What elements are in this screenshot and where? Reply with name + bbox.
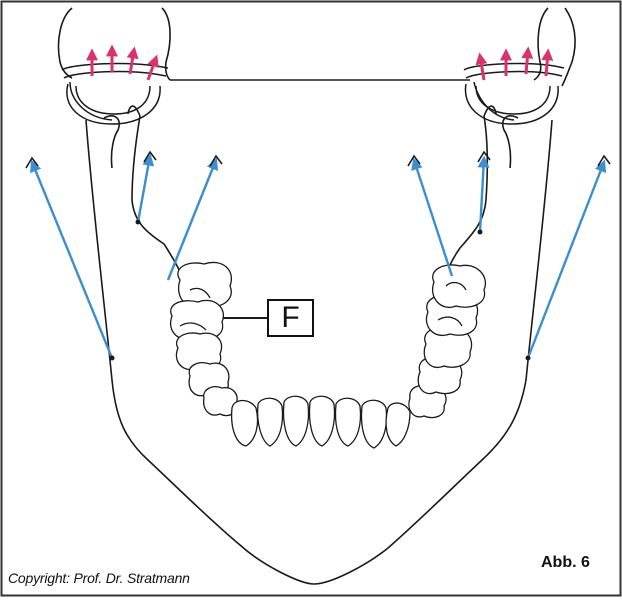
skull-base: [59, 8, 576, 86]
dot-icon: [526, 356, 531, 361]
blue-arrow-icon: [480, 158, 484, 232]
magenta-arrow-icon: [546, 52, 548, 76]
magenta-arrow-icon: [526, 50, 528, 74]
dot-icon: [478, 230, 483, 235]
label-f: F: [267, 299, 314, 337]
dot-icon: [110, 356, 115, 361]
muscle-arrows: [32, 156, 604, 358]
blue-arrow-icon: [168, 160, 216, 280]
magenta-arrow-icon: [130, 50, 134, 74]
magenta-arrow-icon: [480, 56, 484, 80]
label-f-text: F: [281, 301, 299, 335]
dental-arch: [171, 262, 486, 448]
magenta-arrow-icon: [148, 58, 156, 80]
dot-icon: [136, 220, 141, 225]
blue-arrow-icon: [414, 160, 452, 276]
figure-number: Abb. 6: [541, 554, 590, 572]
blue-arrow-icon: [138, 156, 150, 222]
copyright-notice: Copyright: Prof. Dr. Stratmann: [8, 570, 190, 586]
right-condyle: [464, 64, 564, 124]
arrow-tip-marks: [26, 152, 610, 168]
